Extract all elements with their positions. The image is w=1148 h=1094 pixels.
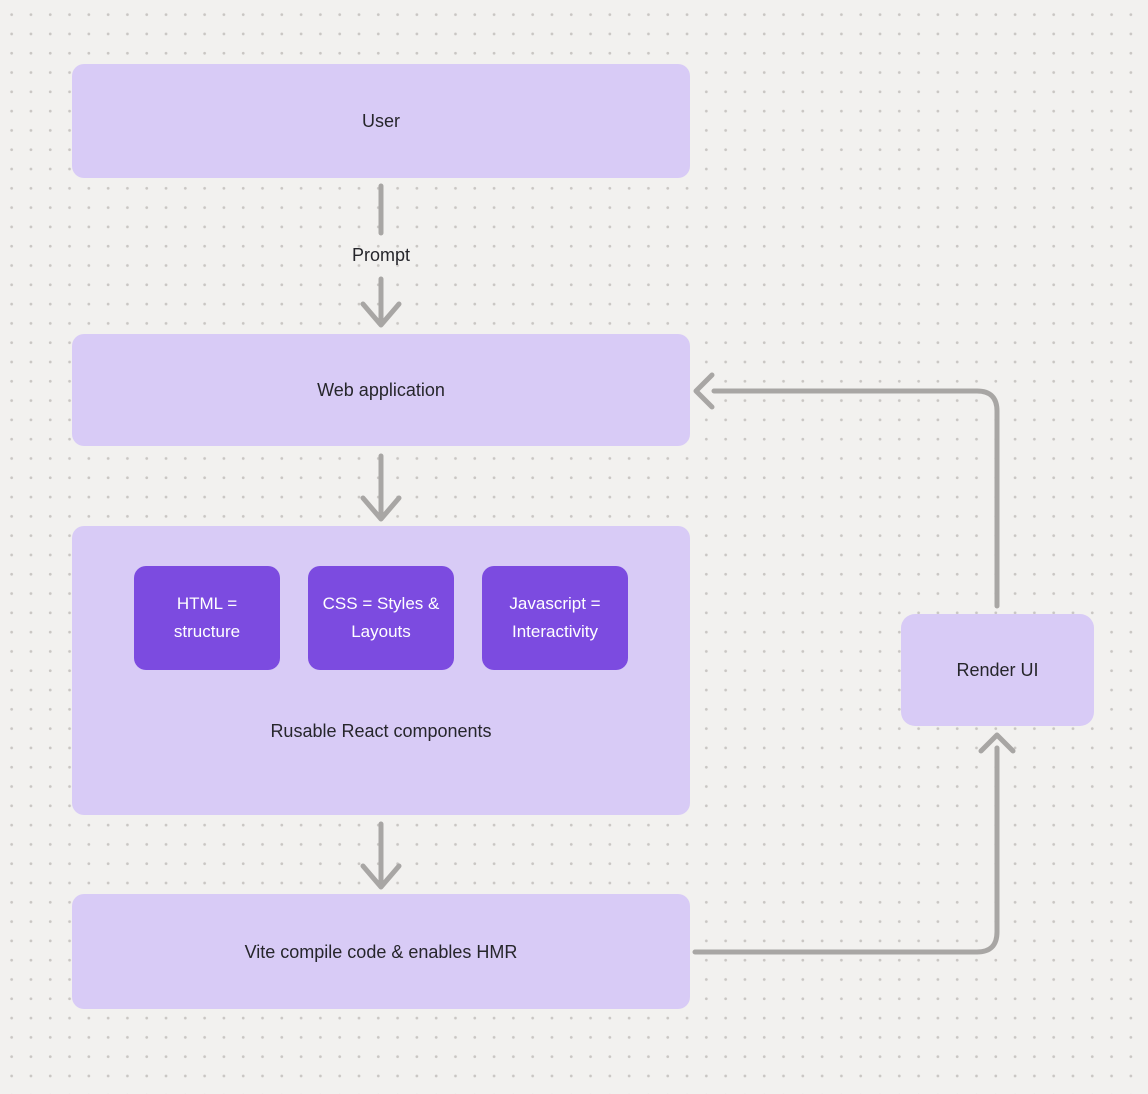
node-vite[interactable]: Vite compile code & enables HMR: [72, 894, 690, 1009]
arrow-webapp-to-components: [360, 453, 402, 522]
node-user-label: User: [361, 111, 400, 131]
edge-label-prompt: Prompt: [351, 245, 411, 265]
node-render-ui-label: Render UI: [956, 660, 1039, 680]
node-user[interactable]: User: [72, 64, 690, 178]
node-components-label: Rusable React components: [270, 721, 492, 741]
node-components-container[interactable]: HTML = structure CSS = Styles & Layouts …: [72, 526, 690, 815]
components-row: HTML = structure CSS = Styles & Layouts …: [72, 526, 690, 670]
node-javascript-label: Javascript = Interactivity: [509, 594, 601, 641]
node-javascript[interactable]: Javascript = Interactivity: [482, 566, 628, 670]
node-html-label: HTML = structure: [173, 594, 241, 641]
arrow-components-to-vite: [360, 821, 402, 890]
node-web-application[interactable]: Web application: [72, 334, 690, 446]
node-css[interactable]: CSS = Styles & Layouts: [308, 566, 454, 670]
arrow-renderui-to-webapp: [693, 372, 1000, 609]
node-html[interactable]: HTML = structure: [134, 566, 280, 670]
node-web-application-label: Web application: [317, 380, 445, 400]
node-vite-label: Vite compile code & enables HMR: [244, 941, 518, 962]
node-css-label: CSS = Styles & Layouts: [322, 594, 440, 641]
arrow-vite-to-renderui: [692, 732, 1016, 955]
node-render-ui[interactable]: Render UI: [901, 614, 1094, 726]
